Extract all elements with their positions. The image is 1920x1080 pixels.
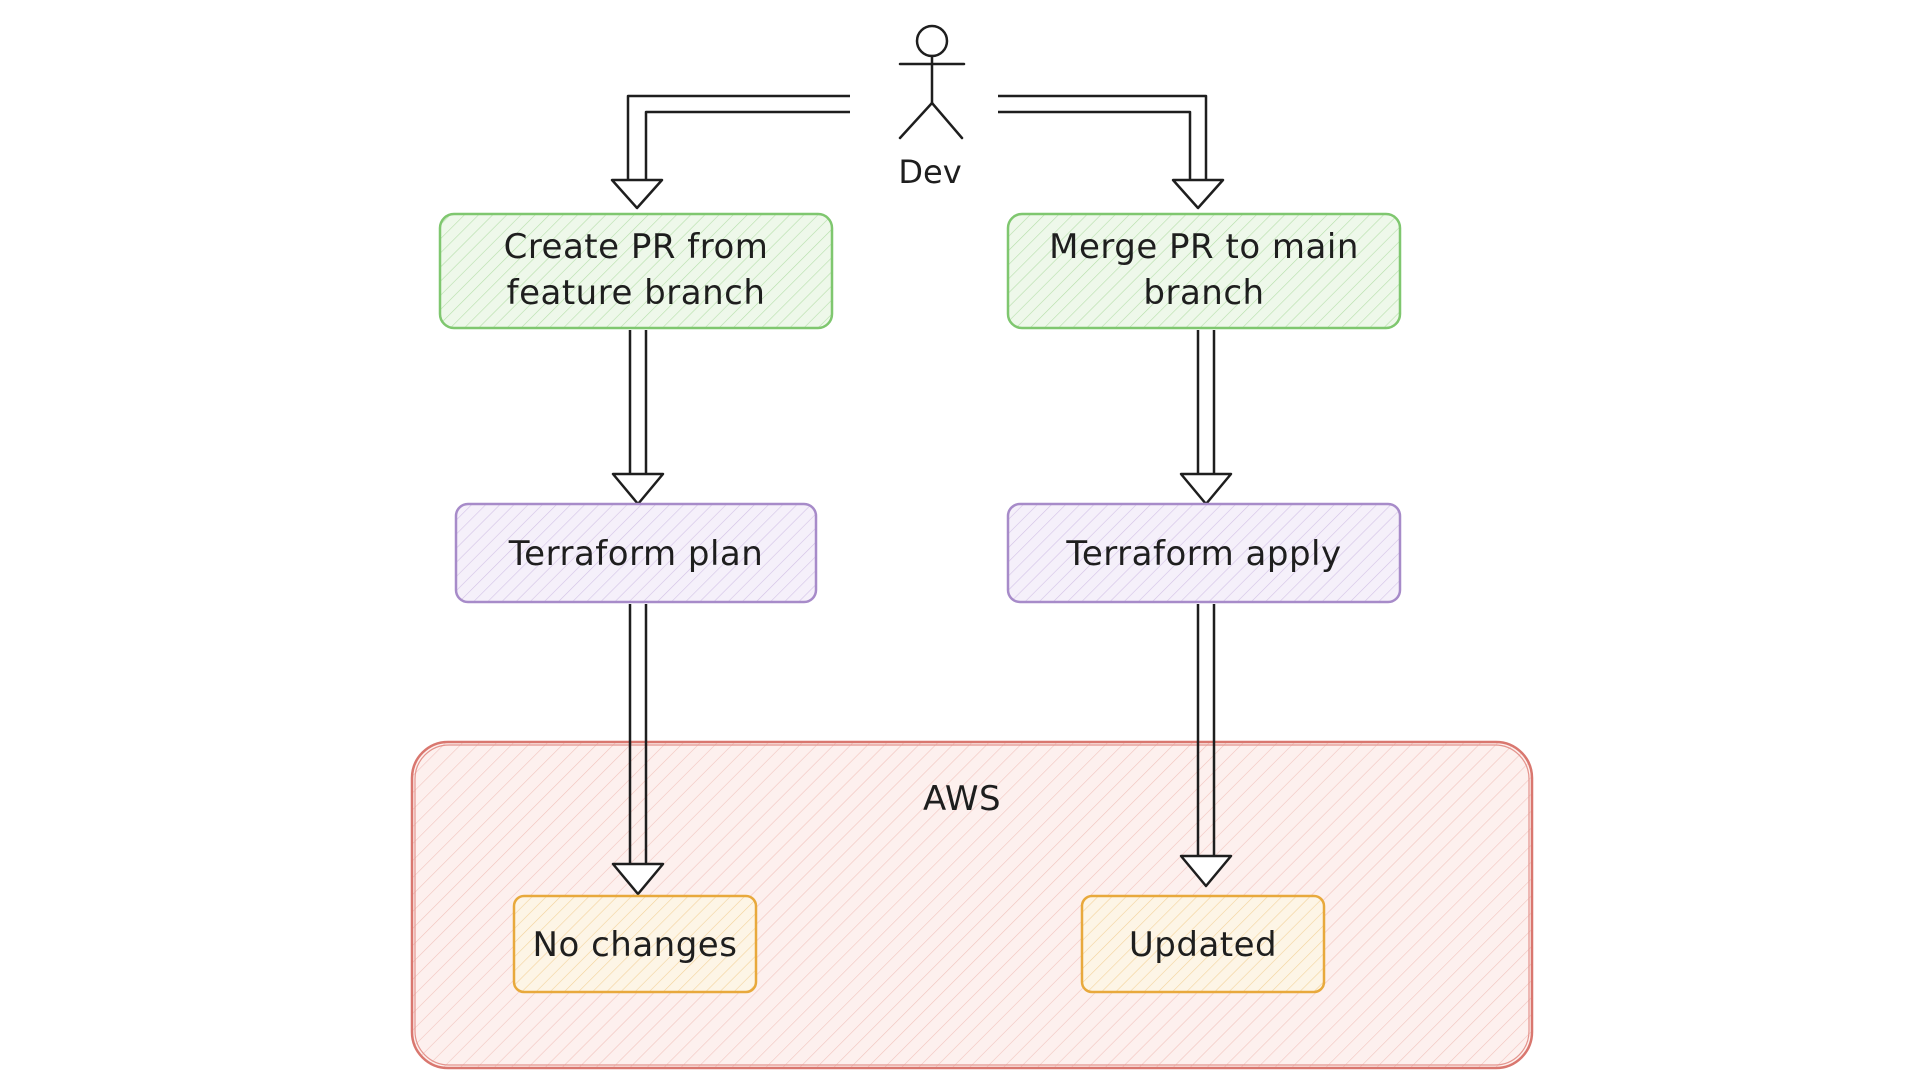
no-changes-label: No changes xyxy=(533,925,738,965)
arrow-apply-to-updated xyxy=(1179,604,1233,888)
arrow-create-pr-to-plan xyxy=(611,330,665,506)
create-pr-line1: Create PR from xyxy=(504,227,769,267)
aws-label: AWS xyxy=(923,779,1001,819)
merge-pr-line2: branch xyxy=(1143,273,1264,313)
updated-label: Updated xyxy=(1129,925,1277,965)
node-terraform-plan: Terraform plan xyxy=(454,502,818,604)
dev-label: Dev xyxy=(898,153,961,191)
dev-actor xyxy=(898,24,966,140)
node-terraform-apply: Terraform apply xyxy=(1006,502,1402,604)
create-pr-line2: feature branch xyxy=(507,273,766,313)
node-merge-pr: Merge PR to main branch xyxy=(1006,212,1402,330)
stick-figure-icon xyxy=(898,24,966,140)
arrows xyxy=(610,94,1233,896)
terraform-apply-label: Terraform apply xyxy=(1065,534,1341,574)
arrow-merge-pr-to-apply xyxy=(1179,330,1233,506)
arrow-plan-to-no-changes xyxy=(611,604,665,896)
node-create-pr: Create PR from feature branch xyxy=(438,212,834,330)
terraform-plan-label: Terraform plan xyxy=(508,534,764,574)
arrow-dev-to-create-pr xyxy=(610,94,850,210)
merge-pr-line1: Merge PR to main xyxy=(1049,227,1359,267)
arrow-dev-to-merge-pr xyxy=(998,94,1225,210)
node-no-changes: No changes xyxy=(512,894,758,994)
node-updated: Updated xyxy=(1080,894,1326,994)
